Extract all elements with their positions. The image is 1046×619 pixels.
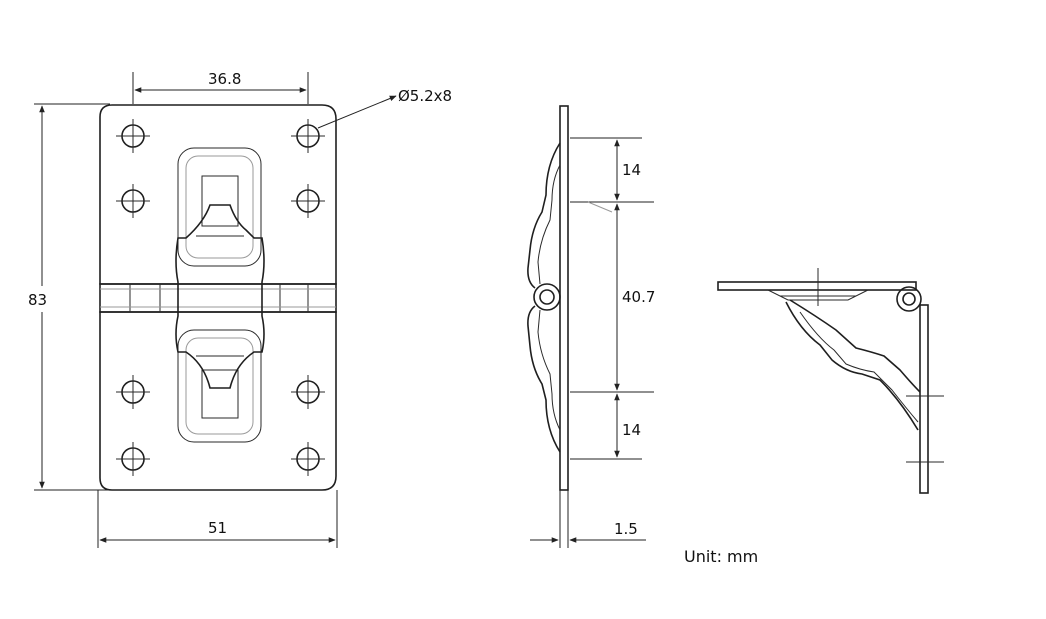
upper-recess bbox=[177, 147, 262, 267]
open-top-plate bbox=[717, 281, 917, 291]
side-pin bbox=[533, 283, 561, 311]
open-vertical-plate bbox=[919, 304, 929, 494]
dim-hole-callout: Ø5.2x8 bbox=[317, 87, 452, 129]
side-view: 14 40.7 14 1.5 bbox=[527, 105, 655, 548]
hole-6 bbox=[291, 375, 325, 409]
dim-height-label: 83 bbox=[28, 291, 47, 309]
open-brace bbox=[785, 301, 919, 431]
dim-width: 51 bbox=[97, 490, 338, 548]
unit-label: Unit: mm bbox=[684, 547, 758, 566]
hole-8 bbox=[291, 442, 325, 476]
dim-top-spacing: 36.8 bbox=[132, 70, 309, 104]
dim-thickness: 1.5 bbox=[530, 490, 646, 548]
front-view: 36.8 Ø5.2x8 83 51 bbox=[26, 70, 452, 548]
hole-4 bbox=[291, 184, 325, 218]
hole-2 bbox=[291, 119, 325, 153]
open-pin bbox=[896, 286, 922, 312]
dim-side-bottom-label: 14 bbox=[622, 421, 641, 439]
dim-top-spacing-label: 36.8 bbox=[208, 70, 241, 88]
hole-1 bbox=[116, 119, 150, 153]
lower-plate bbox=[99, 311, 337, 491]
dim-width-label: 51 bbox=[208, 519, 227, 537]
hole-callout-label: Ø5.2x8 bbox=[398, 87, 452, 105]
hinge-knuckle bbox=[99, 283, 337, 313]
cross-latch bbox=[175, 204, 265, 389]
dim-side-top-label: 14 bbox=[622, 161, 641, 179]
lower-recess bbox=[177, 329, 262, 443]
side-body-upper bbox=[527, 142, 561, 289]
side-plate bbox=[559, 105, 569, 491]
hole-3 bbox=[116, 184, 150, 218]
dim-thickness-label: 1.5 bbox=[614, 520, 638, 538]
dim-side-middle-label: 40.7 bbox=[622, 288, 655, 306]
hole-5 bbox=[116, 375, 150, 409]
dim-height: 83 bbox=[26, 103, 110, 491]
upper-plate bbox=[99, 104, 337, 285]
hole-7 bbox=[116, 442, 150, 476]
side-body-lower bbox=[527, 305, 561, 453]
open-view bbox=[717, 268, 944, 494]
